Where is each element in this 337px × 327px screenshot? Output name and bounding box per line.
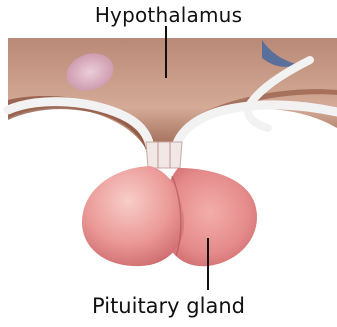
pituitary-gland-label: Pituitary gland <box>0 294 337 318</box>
pituitary-stalk <box>146 142 182 168</box>
pituitary-gland <box>82 166 257 266</box>
hypothalamus-label: Hypothalamus <box>0 3 337 27</box>
